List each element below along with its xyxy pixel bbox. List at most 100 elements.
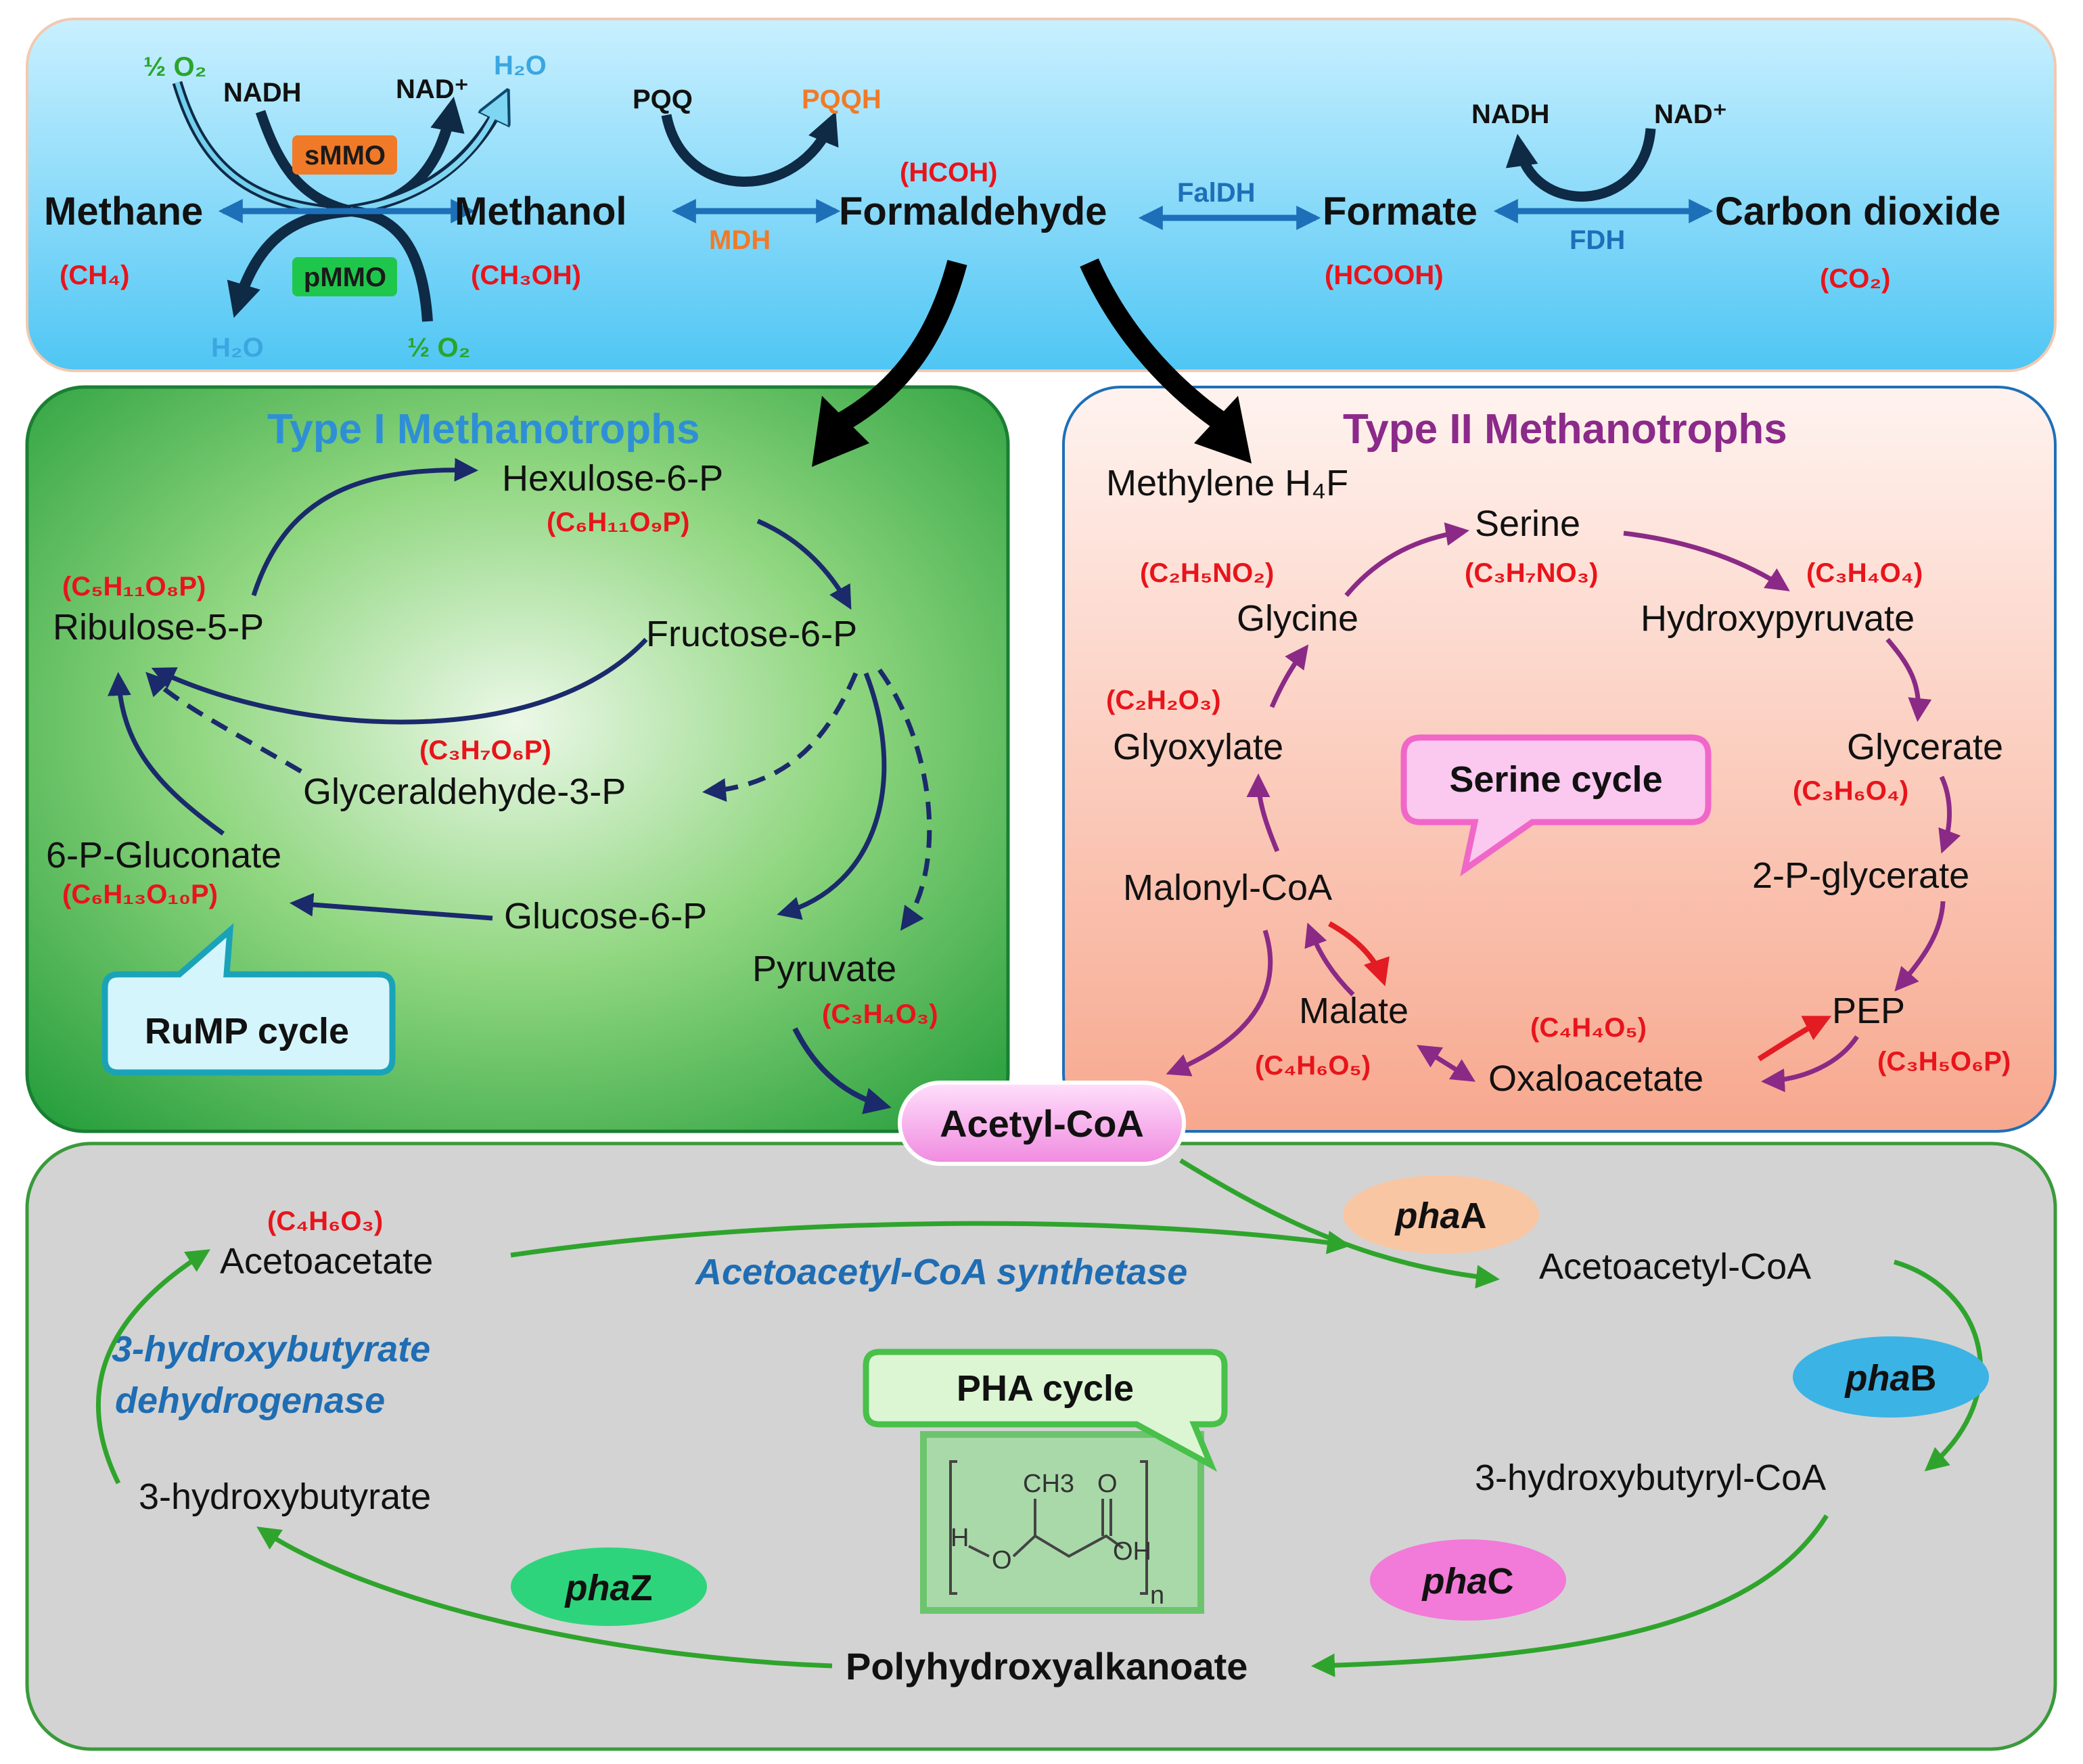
formaldehyde-formula: (HCOH) bbox=[900, 158, 997, 187]
pha-b-gene-suffix: B bbox=[1910, 1358, 1937, 1399]
smmo-badge bbox=[292, 135, 397, 175]
half-o2-bottom-label: ½ O₂ bbox=[407, 333, 470, 363]
pha-z-gene: phaZ bbox=[564, 1568, 652, 1608]
p-glycerate-label: 2-P-glycerate bbox=[1752, 855, 1969, 896]
glyceraldehyde-to-ribulose-dashed bbox=[145, 671, 302, 774]
mol-n: n bbox=[1150, 1581, 1164, 1610]
smmo-label: sMMO bbox=[304, 141, 386, 171]
pha-c-gene-suffix: C bbox=[1488, 1561, 1514, 1602]
mol-o: O bbox=[992, 1546, 1012, 1575]
malonyl-label: Malonyl-CoA bbox=[1123, 867, 1332, 908]
serine-label: Serine bbox=[1475, 503, 1580, 544]
ribulose-to-hexulose-arrow bbox=[251, 457, 478, 597]
methylene-label: Methylene H₄F bbox=[1106, 463, 1348, 503]
formate-label: Formate bbox=[1323, 189, 1478, 233]
formate-formula: (HCOOH) bbox=[1325, 261, 1444, 290]
pha-b-gene: phaB bbox=[1844, 1358, 1936, 1399]
hydroxybutyrate-to-acetoacetate-arrow bbox=[95, 1249, 210, 1485]
pha-cycle-label: PHA cycle bbox=[957, 1368, 1134, 1409]
fructose-to-ribulose-arrow bbox=[151, 637, 648, 725]
serine-to-hydroxypyruvate-arrow bbox=[1623, 530, 1790, 591]
pep-to-oxaloacetate-arrow bbox=[1761, 1035, 1859, 1093]
pha-c-gene-prefix: pha bbox=[1421, 1561, 1487, 1602]
hexulose-label: Hexulose-6-P bbox=[502, 458, 723, 499]
arrow-to-type1 bbox=[827, 260, 967, 437]
mdh-label: MDH bbox=[709, 225, 771, 255]
pyruvate-to-acetylcoa-arrow bbox=[792, 1027, 892, 1114]
methane-label: Methane bbox=[44, 189, 203, 233]
co2-label: Carbon dioxide bbox=[1715, 189, 2000, 233]
glyoxylate-label: Glyoxylate bbox=[1113, 727, 1283, 767]
pha-z-oval bbox=[511, 1547, 707, 1626]
polyhydroxyalkanoate-label: Polyhydroxyalkanoate bbox=[846, 1645, 1247, 1688]
pha-c-oval bbox=[1370, 1539, 1566, 1621]
gluconate-to-ribulose-arrow bbox=[107, 672, 225, 836]
glyoxylate-to-glycine-arrow bbox=[1269, 644, 1309, 708]
pha-b-oval bbox=[1793, 1336, 1989, 1418]
malonyl-to-glyoxylate-arrow bbox=[1246, 773, 1280, 853]
glycerate-formula: (C₃H₆O₄) bbox=[1793, 776, 1908, 806]
fdh-label: FDH bbox=[1570, 225, 1625, 255]
serine-callout-box bbox=[1400, 734, 1712, 877]
nadh-right-label: NADH bbox=[1471, 99, 1550, 129]
oxaloacetate-label: Oxaloacetate bbox=[1488, 1058, 1703, 1099]
hydroxybutyrylcoa-to-pha-arrow bbox=[1311, 1514, 1829, 1677]
pep-label: PEP bbox=[1832, 991, 1905, 1031]
arrow-to-type2 bbox=[1080, 258, 1234, 435]
dehydrogenase-label-line2: dehydrogenase bbox=[115, 1380, 385, 1421]
hexulose-formula: (C₆H₁₁O₉P) bbox=[547, 507, 689, 537]
hydroxypyruvate-formula: (C₃H₄O₄) bbox=[1806, 558, 1923, 588]
fdh-nad-arc-arrow bbox=[1505, 128, 1656, 202]
pmmo-badge bbox=[292, 257, 397, 296]
oxaloacetate-formula: (C₄H₄O₅) bbox=[1530, 1013, 1647, 1043]
malate-to-malonyl-arrow bbox=[1304, 922, 1355, 997]
pyruvate-label: Pyruvate bbox=[752, 949, 896, 989]
oxaloacetate-to-pep-red-arrow bbox=[1757, 1016, 1832, 1062]
malate-oxaloacetate-arrow bbox=[1417, 1045, 1475, 1082]
glucose-to-gluconate-arrow bbox=[290, 892, 493, 921]
serine-formula: (C₃H₇NO₃) bbox=[1465, 558, 1598, 588]
glyoxylate-formula: (C₂H₂O₃) bbox=[1106, 685, 1221, 715]
malate-label: Malate bbox=[1299, 991, 1409, 1031]
pqqh-label: PQQH bbox=[802, 85, 882, 114]
mol-h: H bbox=[951, 1524, 969, 1552]
type1-title: Type I Methanotrophs bbox=[267, 406, 700, 453]
glyceraldehyde-label: Glyceraldehyde-3-P bbox=[303, 771, 626, 812]
acetoacetyl-coa-label: Acetoacetyl-CoA bbox=[1539, 1246, 1811, 1287]
nadh-left-label: NADH bbox=[223, 78, 302, 108]
half-o2-top-label: ½ O₂ bbox=[143, 52, 206, 82]
fructose-label: Fructose-6-P bbox=[646, 614, 857, 654]
hydroxybutyryl-coa-label: 3-hydroxybutyryl-CoA bbox=[1475, 1457, 1826, 1498]
pha-molecule-box bbox=[920, 1431, 1204, 1614]
pha-callout-box bbox=[863, 1349, 1228, 1472]
arrow-to-type1-head bbox=[812, 396, 869, 467]
pglycerate-to-pep-arrow bbox=[1894, 901, 1946, 992]
type1-panel bbox=[25, 385, 1010, 1133]
pha-a-gene: phaA bbox=[1394, 1196, 1486, 1236]
malonyl-to-acetylcoa-arrow bbox=[1166, 929, 1273, 1077]
pha-a-gene-suffix: A bbox=[1461, 1196, 1487, 1236]
glycerate-to-pglycerate-arrow bbox=[1938, 775, 1961, 854]
type2-title: Type II Methanotrophs bbox=[1343, 406, 1787, 453]
hydroxypyruvate-label: Hydroxypyruvate bbox=[1641, 598, 1915, 639]
nad-left-label: NAD⁺ bbox=[396, 74, 469, 104]
pha-c-gene: phaC bbox=[1421, 1561, 1513, 1602]
gluconate-formula: (C₆H₁₃O₁₀P) bbox=[62, 880, 218, 909]
hexulose-to-fructose-arrow bbox=[756, 518, 852, 610]
glucose-label: Glucose-6-P bbox=[504, 896, 707, 936]
pha-z-gene-prefix: pha bbox=[564, 1568, 630, 1608]
pep-formula: (C₃H₅O₆P) bbox=[1877, 1047, 2011, 1077]
hydroxypyruvate-to-glycerate-arrow bbox=[1885, 637, 1932, 722]
acetyl-coa-label: Acetyl-CoA bbox=[940, 1102, 1144, 1145]
glyceraldehyde-formula: (C₃H₇O₆P) bbox=[419, 736, 551, 765]
serine-cycle-label: Serine cycle bbox=[1449, 759, 1662, 800]
malonyl-to-malate-red-arrow bbox=[1328, 921, 1390, 987]
pyruvate-formula: (C₃H₄O₃) bbox=[822, 999, 938, 1029]
glycerate-label: Glycerate bbox=[1847, 727, 2003, 767]
pha-to-hydroxybutyrate-arrow bbox=[256, 1526, 833, 1669]
top-oxidation-panel bbox=[26, 18, 2057, 372]
glycine-label: Glycine bbox=[1237, 598, 1358, 639]
h2o-top-label: H₂O bbox=[494, 51, 547, 81]
glycine-to-serine-arrow bbox=[1344, 522, 1469, 597]
